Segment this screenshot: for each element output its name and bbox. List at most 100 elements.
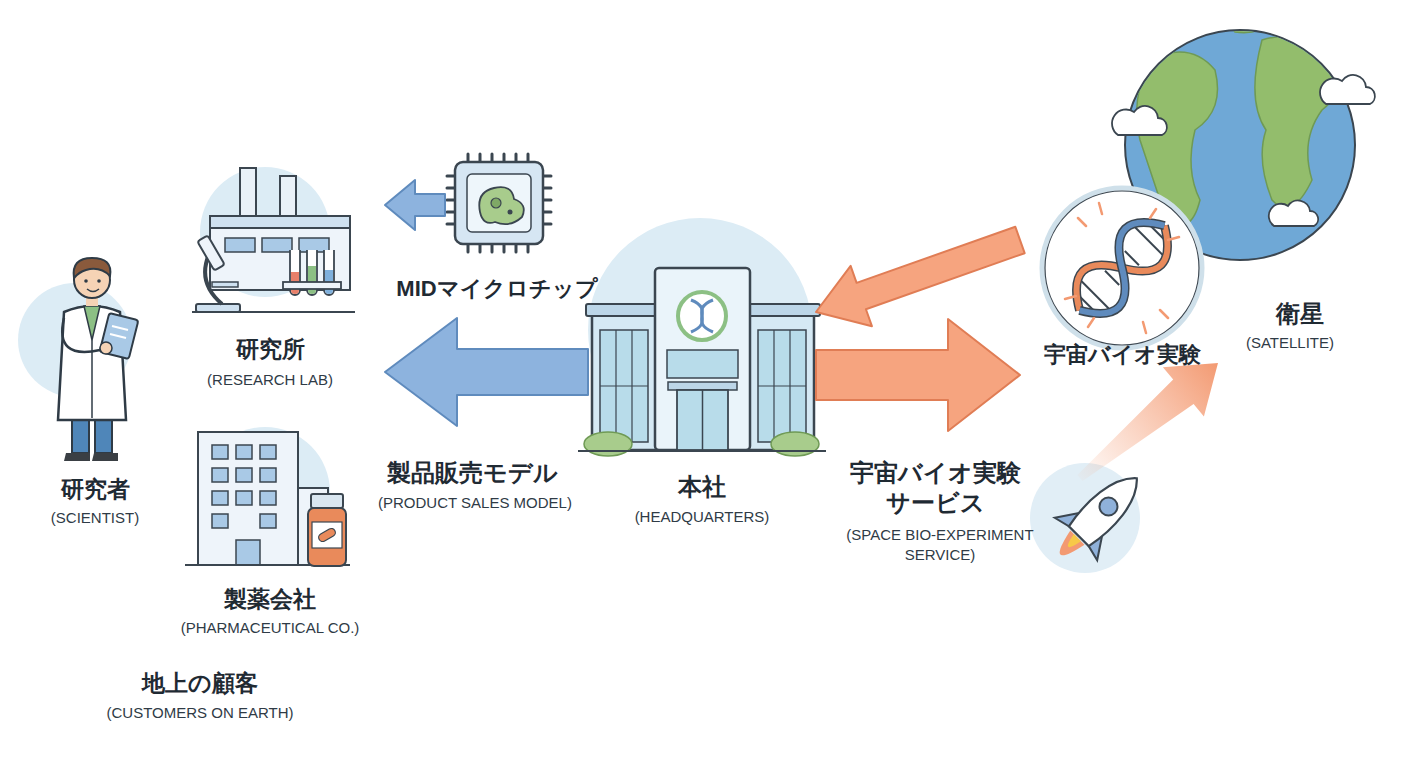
annotation-label: (PRODUCT SALES MODEL) <box>315 494 635 512</box>
node-label: (SATELLITE) <box>1130 334 1408 352</box>
node-label: (PHARMACEUTICAL CO.) <box>110 619 430 637</box>
earth-illustration-part <box>1112 106 1167 135</box>
headquarters-illustration-part <box>677 390 728 450</box>
earth-illustration-part <box>1225 16 1270 33</box>
pharma-illustration-part <box>260 514 276 528</box>
dna-experiment-illustration-part <box>1062 208 1183 329</box>
pharma-illustration-part <box>212 491 228 505</box>
headquarters-illustration-part <box>578 450 826 452</box>
scientist-illustration-part <box>92 453 118 461</box>
node-label: (HEADQUARTERS) <box>542 508 862 526</box>
headquarters-illustration-part <box>667 350 738 378</box>
node-label: 衛星 <box>1140 300 1408 329</box>
satellite-node: 衛星(SATELLITE) <box>1125 25 1375 360</box>
research-lab-illustration <box>192 167 355 312</box>
microchip-illustration-part <box>491 198 501 208</box>
headquarters-illustration-part <box>758 330 806 442</box>
dna-experiment-illustration-part <box>1062 208 1183 329</box>
research-lab-illustration-part <box>280 176 296 218</box>
dna-experiment-illustration-part <box>1042 188 1202 348</box>
dna-experiment-illustration-part <box>1065 203 1179 333</box>
pharma-illustration-part <box>198 432 298 565</box>
node-label: (RESEARCH LAB) <box>110 371 430 389</box>
scientist-illustration-part <box>84 279 88 283</box>
pharma-illustration-part <box>212 445 228 459</box>
earth-illustration-part <box>1137 16 1338 225</box>
rocket-illustration-part <box>1096 494 1121 519</box>
dna-experiment-illustration <box>1042 188 1202 348</box>
pharma-node: 製薬会社(PHARMACEUTICAL CO.) <box>150 425 390 640</box>
earth-illustration-part <box>1269 200 1318 226</box>
dna-experiment-illustration-part <box>1062 208 1183 329</box>
rocket-illustration-part <box>1039 457 1158 576</box>
microchip-node: MIDマイクロチップ <box>445 150 550 310</box>
scientist-illustration-part <box>84 306 100 340</box>
node-label: 宇宙バイオ実験 <box>962 342 1282 368</box>
scientist-illustration-part <box>97 279 101 283</box>
pharma-illustration-part <box>236 491 252 505</box>
headquarters-illustration-part <box>771 432 819 456</box>
research-lab-illustration-part <box>262 238 292 252</box>
headquarters-node: 本社(HEADQUARTERS) <box>588 220 816 530</box>
pharma-illustration-part <box>260 468 276 482</box>
scientist-illustration-part <box>62 318 100 352</box>
headquarters-illustration-part <box>600 330 648 442</box>
node-label: 製薬会社 <box>110 586 430 614</box>
headquarters-illustration-part <box>758 330 806 442</box>
microchip-illustration-part <box>479 187 524 224</box>
pharma-illustration-part <box>308 508 346 566</box>
research-lab-illustration-part <box>212 282 238 287</box>
scientist-illustration <box>18 258 138 461</box>
pharma-illustration-part <box>236 540 260 565</box>
pharma-illustration-part <box>212 468 228 482</box>
pharma-illustration-part <box>260 491 276 505</box>
pharma-illustration-part <box>312 522 342 548</box>
headquarters-illustration-part <box>691 300 713 332</box>
headquarters-illustration-part <box>668 382 737 390</box>
dna-experiment-illustration-part <box>1062 208 1183 329</box>
headquarters-illustration-part <box>691 300 713 332</box>
dna-experiment-illustration-part <box>1045 191 1199 345</box>
flow-arrow <box>385 318 588 426</box>
earth-illustration-part <box>1255 37 1338 208</box>
research-lab-illustration-part <box>210 216 350 228</box>
pharma-illustration-part <box>260 445 276 459</box>
scientist-illustration-part <box>74 258 111 278</box>
microchip-illustration-part <box>508 210 513 215</box>
node-label: MIDマイクロチップ <box>337 276 657 302</box>
research-lab-illustration-part <box>197 235 224 270</box>
node-label: 本社 <box>542 473 862 502</box>
node-label: 研究者 <box>0 476 255 504</box>
research-lab-illustration-part <box>196 304 240 312</box>
flow-arrow <box>816 319 1020 431</box>
headquarters-illustration-part <box>702 390 704 450</box>
microchip-illustration-part <box>447 154 551 252</box>
research-lab-illustration-part <box>225 238 255 252</box>
pharma-illustration <box>185 427 350 566</box>
annotation-label: (SPACE BIO-EXPERIMENT SERVICE) <box>825 525 1055 565</box>
rocket-illustration-part <box>1067 466 1149 548</box>
microchip-illustration-part <box>455 162 543 244</box>
research-lab-illustration-part <box>283 282 341 289</box>
scientist-illustration-part <box>87 289 99 292</box>
flow-arrow <box>816 227 1025 326</box>
dna-experiment-illustration-part <box>1062 208 1183 329</box>
research-lab-node: 研究所(RESEARCH LAB) <box>185 165 385 390</box>
research-lab-illustration-part <box>299 238 329 252</box>
flow-arrow <box>385 180 445 230</box>
annotation-label: (CUSTOMERS ON EARTH) <box>40 704 360 722</box>
pharma-illustration-part <box>236 468 252 482</box>
annotation-label: 地上の顧客 <box>40 670 360 698</box>
scientist-illustration-part <box>64 453 90 461</box>
headquarters-illustration-part <box>600 330 648 442</box>
pharma-illustration-part <box>236 445 252 459</box>
experiment-node: 宇宙バイオ実験 <box>1020 185 1225 380</box>
pharma-illustration-part <box>311 494 343 508</box>
earth-illustration-part <box>1320 75 1375 104</box>
node-label: (SCIENTIST) <box>0 509 255 527</box>
annotation-label: 製品販売モデル <box>312 459 632 488</box>
pharma-illustration-part <box>212 514 228 528</box>
rocket-illustration-part <box>1077 363 1218 481</box>
